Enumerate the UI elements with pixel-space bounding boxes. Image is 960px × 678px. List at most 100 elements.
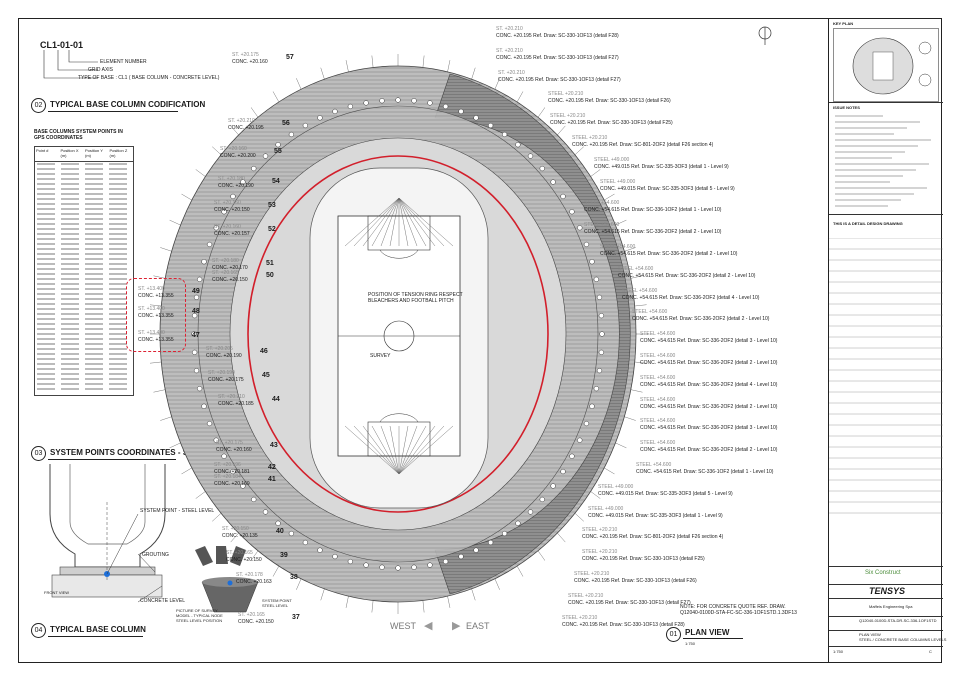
ring-node xyxy=(411,564,417,570)
section-03-title: SYSTEM POINTS COORDINATES - STEEL xyxy=(50,448,209,457)
left-callout-concrete: CONC. +20.190 xyxy=(218,183,254,189)
ring-node xyxy=(550,483,556,489)
left-callout-concrete: CONC. +20.135 xyxy=(222,533,258,539)
section-04-number: 04 xyxy=(31,623,46,638)
ring-node xyxy=(598,312,605,319)
pitch-fan-line xyxy=(398,425,445,475)
pitch-fan-line xyxy=(398,425,418,475)
left-callout-steel: ST. +20.175 xyxy=(216,440,243,446)
front-view-label: FRONT VIEW xyxy=(44,590,70,595)
coord-table-rows xyxy=(37,163,127,390)
left-callout-concrete: CONC. +20.150 xyxy=(214,207,250,213)
ring-node xyxy=(593,276,600,283)
right-callout-concrete-ref: CONC. +49.015 Ref. Draw: SC-335-3OF3 (de… xyxy=(588,512,723,519)
section-02-title: TYPICAL BASE COLUMN CODIFICATION xyxy=(50,100,206,109)
right-callout-concrete-ref: CONC. +20.195 Ref. Draw: SC-330-1OF13 (d… xyxy=(496,54,619,61)
ring-node xyxy=(539,496,545,503)
pitch-fan-line xyxy=(398,197,418,247)
ring-node xyxy=(550,179,556,185)
ring-node xyxy=(201,403,207,409)
left-callout-grid-number: 52 xyxy=(268,226,276,233)
scale-value: 1:750 xyxy=(833,649,844,654)
left-callout-grid-number: 48 xyxy=(192,308,200,315)
pitch-fan-line xyxy=(371,197,400,247)
right-callout-steel: STEEL +20.210 xyxy=(548,91,584,98)
tb-divider xyxy=(829,598,943,599)
ring-node xyxy=(501,530,508,537)
base-column-detail xyxy=(49,464,259,613)
left-callout-grid-number: 43 xyxy=(270,442,278,449)
ring-node xyxy=(196,385,203,392)
tb-divider xyxy=(829,214,943,215)
pitch-fan-line xyxy=(362,197,400,247)
left-callout-grid-number: 42 xyxy=(268,464,276,471)
section-03-number: 03 xyxy=(31,446,46,461)
ring-node xyxy=(411,98,417,104)
left-callout-concrete: CONC. +20.160 xyxy=(232,59,268,65)
left-callout-steel: ST. +20.160 xyxy=(220,146,247,152)
tb-divider xyxy=(829,584,943,585)
ring-node xyxy=(191,331,197,337)
left-callout-concrete: CONC. +20.185 xyxy=(218,401,254,407)
drawing-status: THIS IS A DETAIL DESIGN DRAWING xyxy=(833,221,903,226)
right-callout-concrete-ref: CONC. +54.615 Ref. Draw: SC-336-2OF2 (de… xyxy=(640,338,778,345)
north-arrow-icon xyxy=(758,26,772,45)
ring-node xyxy=(240,483,246,489)
right-callout-concrete-ref: CONC. +20.195 Ref. Draw: SC-330-1OF13 (d… xyxy=(498,76,621,83)
element-code-leader-lines xyxy=(43,50,98,79)
key-plan-label: KEY PLAN xyxy=(833,21,854,26)
right-callout-steel: STEEL +20.210 xyxy=(550,113,586,120)
right-callout-steel: STEEL +54.600 xyxy=(584,200,620,207)
right-callout-steel: STEEL +54.600 xyxy=(640,331,676,338)
left-callout-grid-number: 44 xyxy=(272,396,280,403)
ring-node xyxy=(442,558,449,565)
left-callout-concrete: CONC. +20.163 xyxy=(236,579,272,585)
left-callout-steel: ST. +20.196 xyxy=(214,462,241,468)
left-callout-steel: ST. +13.400 xyxy=(138,306,165,312)
left-callout-steel: ST. +13.400 xyxy=(138,286,165,292)
pitch-fan-line xyxy=(398,197,427,247)
ring-node xyxy=(515,520,521,526)
ring-node xyxy=(458,553,464,560)
project-code: Q12040-0100D-STA-DR-SC-336-1OF1STD xyxy=(859,618,937,623)
left-callout-steel: ST. +20.210 xyxy=(228,118,255,124)
right-callout-concrete-ref: CONC. +20.195 Ref. Draw: SC-801-2OF2 (de… xyxy=(582,534,724,541)
coord-col-y: Position Y (m) xyxy=(85,148,103,158)
ring-node xyxy=(487,539,494,546)
right-callout-concrete-ref: CONC. +20.195 Ref. Draw: SC-330-1OF13 (d… xyxy=(550,120,673,127)
pitch-fan-line xyxy=(389,425,400,475)
pitch-fan-line xyxy=(344,197,400,247)
title-block: KEY PLAN ISSUE NOTES THIS IS A DETAIL DE… xyxy=(828,18,946,663)
right-callout-concrete-ref: CONC. +20.195 Ref. Draw: SC-330-1OF13 (d… xyxy=(582,556,705,563)
ring-node xyxy=(539,165,545,172)
contractor-logo-text: Six Construct xyxy=(865,570,901,576)
tension-ring-note: POSITION OF TENSION RING RESPECT BLEACHE… xyxy=(368,292,463,304)
right-callout-concrete-ref: CONC. +20.195 Ref. Draw: SC-330-1OF13 (d… xyxy=(568,599,691,606)
left-callout-concrete: CONC. +20.195 xyxy=(228,125,264,131)
right-callout-concrete-ref: CONC. +54.615 Ref. Draw: SC-336-2OF2 (de… xyxy=(622,294,760,301)
left-callout-grid-number: 45 xyxy=(262,372,270,379)
east-label: EAST xyxy=(466,621,490,631)
right-callout-concrete-ref: CONC. +20.195 Ref. Draw: SC-330-1OF13 (d… xyxy=(548,98,671,105)
ring-node xyxy=(515,142,521,148)
right-callout-steel: STEEL +54.600 xyxy=(618,265,654,272)
right-callout-steel: STEEL +49.000 xyxy=(600,178,636,185)
ring-node xyxy=(395,565,401,571)
right-callout-steel: STEEL +49.000 xyxy=(598,483,634,490)
ring-node xyxy=(275,520,281,526)
ring-node xyxy=(191,312,198,319)
right-callout-concrete-ref: CONC. +49.015 Ref. Draw: SC-335-3OF3 (de… xyxy=(600,185,735,192)
left-callout-grid-number: 51 xyxy=(266,260,274,267)
pitch-fan-line xyxy=(398,425,427,475)
coord-col-z: Position Z (m) xyxy=(109,148,128,158)
element-code: CL1-01-01 xyxy=(40,40,84,50)
pitch-fan-line xyxy=(398,425,436,475)
left-callout-steel: ST. +13.400 xyxy=(138,330,165,336)
ring-node xyxy=(193,367,200,374)
ring-node xyxy=(589,259,595,265)
left-callout-grid-number: 54 xyxy=(272,178,280,185)
ring-node xyxy=(363,100,369,106)
left-callout-concrete: CONC. +20.169 xyxy=(214,481,250,487)
pitch-fan-line xyxy=(398,425,409,475)
right-callout-steel: ST. +20.210 xyxy=(496,26,523,32)
